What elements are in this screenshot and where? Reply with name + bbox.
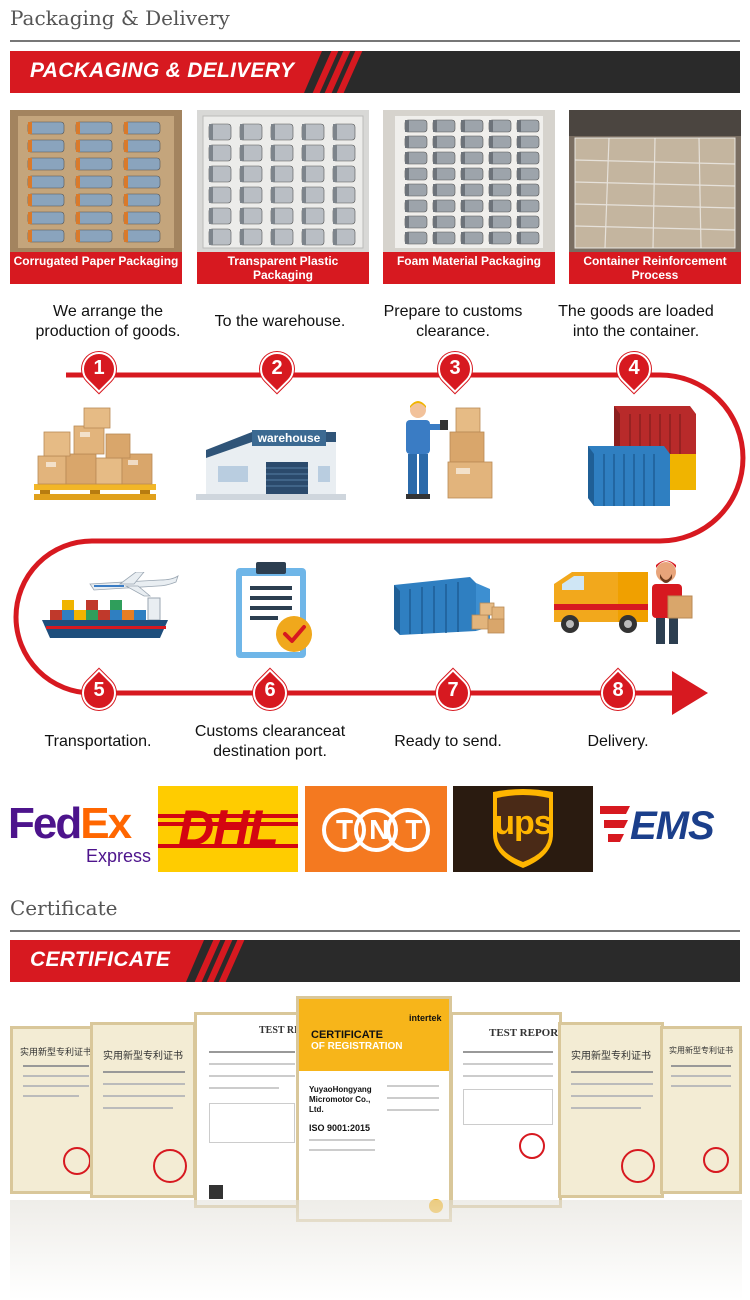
patent-certificate-left: 实用新型专利证书 — [10, 1026, 102, 1194]
step-6-label: Customs clearanceat destination port. — [194, 723, 346, 760]
packaging-section-rule — [10, 40, 740, 42]
pack-item-plastic: Transparent Plastic Packaging — [197, 110, 369, 284]
certificate-banner: CERTIFICATE — [10, 940, 740, 982]
ship-plane-icon — [42, 572, 179, 638]
certificate-banner-text: CERTIFICATE — [30, 948, 171, 971]
step-5-label: Transportation. — [44, 733, 152, 750]
pack-item-container: Container Reinforcement Process — [569, 110, 741, 284]
certificate-reflection — [10, 1200, 742, 1300]
iso-registration-certificate: CERTIFICATE OF REGISTRATION intertek Yuy… — [296, 996, 452, 1222]
packaging-section-title: Packaging & Delivery — [10, 6, 230, 30]
corrugated-packaging-photo — [10, 110, 182, 252]
pack-caption: Foam Material Packaging — [383, 252, 555, 284]
pack-caption: Transparent Plastic Packaging — [197, 252, 369, 284]
patent-certificate-right: 实用新型专利证书 — [660, 1026, 742, 1194]
ems-logo: EMS — [600, 786, 742, 872]
ups-logo: ups — [453, 786, 593, 872]
certificate-section-rule — [10, 930, 740, 932]
step-1-label: We arrange the production of goods. — [35, 303, 181, 340]
tnt-logo: TNT — [305, 786, 447, 872]
step-7-label: Ready to send. — [394, 733, 502, 750]
certificate-section-title: Certificate — [10, 896, 118, 920]
clipboard-check-icon — [236, 562, 312, 658]
warehouse-sign: warehouse — [257, 431, 321, 445]
step-4-label: The goods are loaded into the container. — [558, 303, 714, 340]
pack-item-foam: Foam Material Packaging — [383, 110, 555, 284]
open-container-icon — [394, 577, 505, 635]
packaging-banner-text: PACKAGING & DELIVERY — [30, 59, 295, 82]
patent-certificate-3: 实用新型专利证书 — [558, 1022, 664, 1198]
step-8-marker: 8 — [593, 668, 643, 718]
step-1-marker: 1 — [74, 344, 124, 394]
warehouse-icon: warehouse — [196, 430, 346, 500]
step-5-marker: 5 — [74, 668, 124, 718]
plastic-packaging-photo — [197, 110, 369, 252]
step-3-label: Prepare to customs clearance. — [383, 303, 523, 340]
foam-packaging-photo — [383, 110, 555, 252]
delivery-van-icon — [554, 560, 693, 644]
step-7-marker: 7 — [428, 668, 478, 718]
containers-icon — [588, 406, 696, 506]
dhl-logo: DHL — [158, 786, 298, 872]
boxes-pallet-icon — [34, 407, 156, 500]
fedex-logo: FedEx Express — [8, 799, 152, 867]
step-2-marker: 2 — [252, 344, 302, 394]
pack-caption: Container Reinforcement Process — [569, 252, 741, 284]
step-2-label: To the warehouse. — [214, 313, 346, 330]
pack-caption: Corrugated Paper Packaging — [10, 252, 182, 284]
step-4-marker: 4 — [609, 344, 659, 394]
pack-item-corrugated: Corrugated Paper Packaging — [10, 110, 182, 284]
step-8-label: Delivery. — [587, 733, 649, 750]
patent-certificate-2: 实用新型专利证书 — [90, 1022, 196, 1198]
process-track — [13, 372, 746, 715]
customs-worker-icon — [406, 401, 493, 499]
container-reinforcement-photo — [569, 110, 741, 252]
packaging-banner: PACKAGING & DELIVERY — [10, 51, 740, 93]
step-6-marker: 6 — [245, 668, 295, 718]
test-report-left: TEST REPORT — [194, 1012, 304, 1208]
step-3-marker: 3 — [430, 344, 480, 394]
test-report-right: TEST REPORT — [450, 1012, 562, 1208]
